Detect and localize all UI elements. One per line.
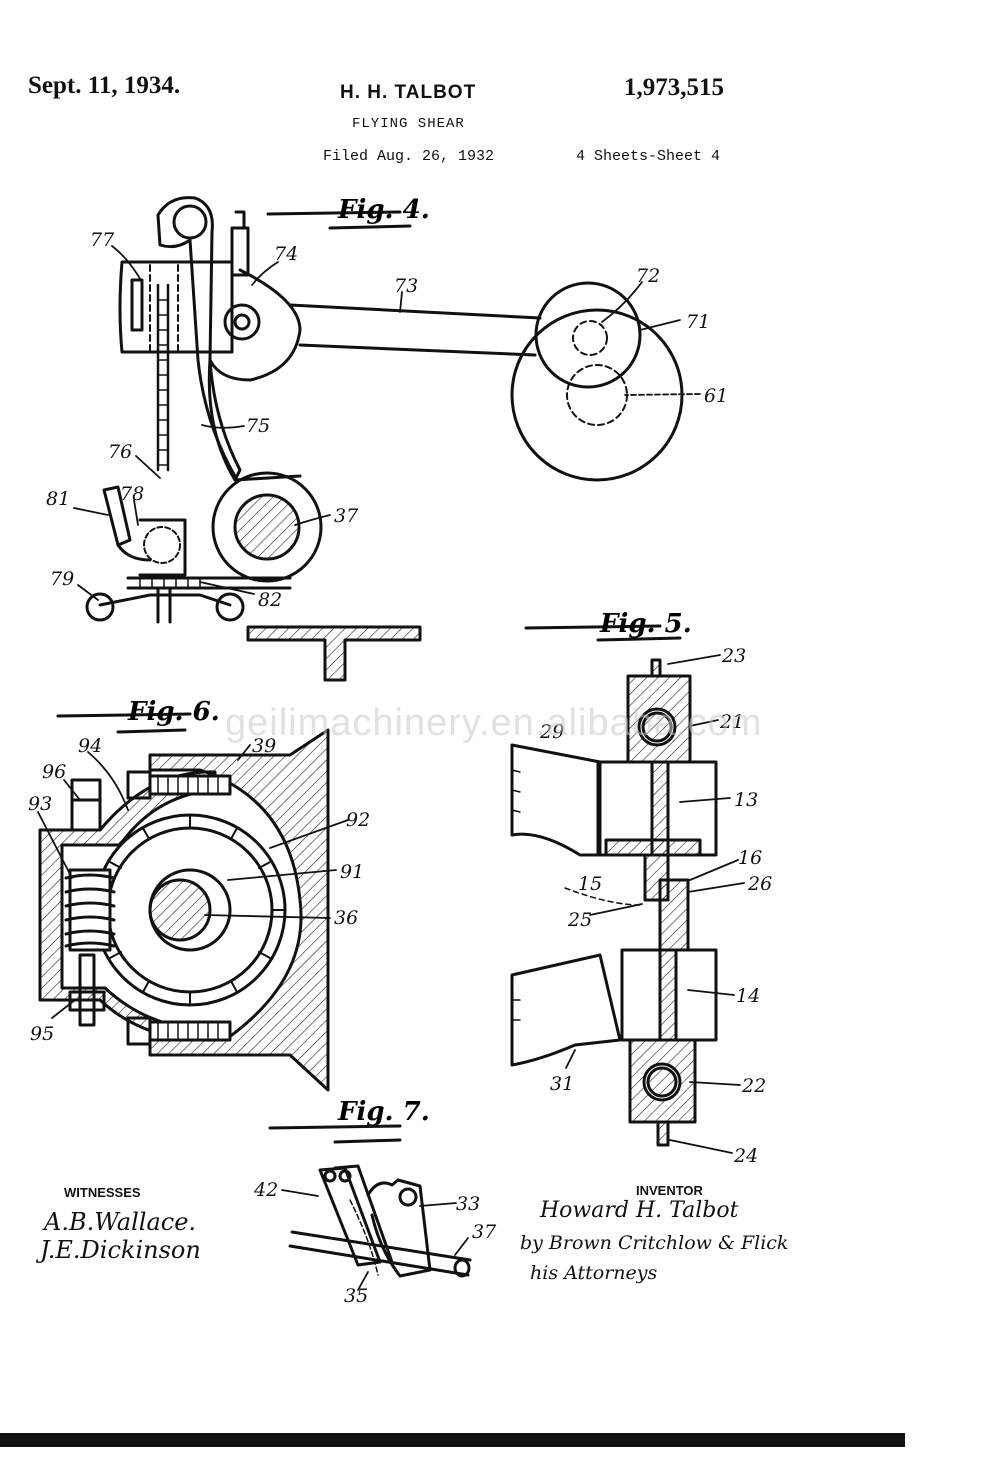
ref-92: 92 — [346, 809, 370, 831]
ref-95: 95 — [30, 1023, 54, 1045]
ref-79: 79 — [50, 568, 74, 590]
ref-75: 75 — [246, 415, 270, 437]
ref-33: 33 — [456, 1193, 480, 1215]
witnesses-label: WITNESSES — [64, 1185, 141, 1200]
inventor-name: H. H. TALBOT — [340, 82, 477, 103]
ref-37-fig7: 37 — [472, 1221, 497, 1243]
ref-22: 22 — [741, 1075, 766, 1097]
ref-73: 73 — [394, 275, 418, 297]
inventor-signature: Howard H. Talbot — [540, 1198, 739, 1223]
attorneys-firm: by Brown Critchlow & Flick — [520, 1232, 789, 1254]
ref-39: 39 — [252, 735, 276, 757]
ref-16: 16 — [738, 847, 762, 869]
ref-96: 96 — [42, 761, 66, 783]
ref-35: 35 — [344, 1285, 368, 1307]
ref-77: 77 — [90, 229, 115, 251]
fig5-label: Fig. 5. — [599, 609, 692, 639]
ref-74: 74 — [274, 243, 298, 265]
ref-36: 36 — [334, 907, 358, 929]
fig6-label: Fig. 6. — [127, 697, 220, 727]
ref-42: 42 — [253, 1179, 278, 1201]
ref-78: 78 — [120, 483, 144, 505]
sheet-count: 4 Sheets-Sheet 4 — [576, 148, 721, 165]
ref-29: 29 — [539, 721, 564, 743]
witness-signature-2: J.E.Dickinson — [40, 1236, 201, 1264]
fig6-drawing — [38, 712, 330, 1092]
fig7-label: Fig. 7. — [337, 1097, 430, 1127]
patent-title: FLYING SHEAR — [352, 116, 465, 132]
fig7-drawing — [268, 1124, 472, 1278]
fig4-drawing — [85, 196, 684, 682]
ref-82: 82 — [258, 589, 282, 611]
ref-24: 24 — [733, 1145, 758, 1167]
ref-93: 93 — [28, 793, 52, 815]
ref-25: 25 — [567, 909, 592, 931]
ref-61: 61 — [704, 385, 728, 407]
ref-14: 14 — [736, 985, 760, 1007]
bottom-bar — [0, 1433, 905, 1447]
ref-72: 72 — [636, 265, 660, 287]
fig4-label: Fig. 4. — [337, 195, 430, 225]
watermark-text: geilimachinery.en.alibaba.com — [225, 702, 763, 744]
ref-71: 71 — [686, 311, 710, 333]
attorneys-label: his Attorneys — [530, 1262, 658, 1284]
ref-81: 81 — [46, 488, 70, 510]
ref-15: 15 — [578, 873, 602, 895]
fig5-drawing — [510, 624, 718, 1147]
ref-31: 31 — [550, 1073, 574, 1095]
inventor-label: INVENTOR — [636, 1183, 703, 1198]
ref-13: 13 — [734, 789, 758, 811]
ref-37-fig4: 37 — [334, 505, 359, 527]
patent-date: Sept. 11, 1934. — [28, 72, 181, 99]
filed-date: Filed Aug. 26, 1932 — [323, 148, 495, 165]
witness-signature-1: A.B.Wallace. — [44, 1208, 197, 1236]
patent-number: 1,973,515 — [624, 74, 724, 101]
ref-26: 26 — [747, 873, 772, 895]
ref-76: 76 — [108, 441, 132, 463]
ref-21: 21 — [719, 711, 744, 733]
ref-23: 23 — [721, 645, 746, 667]
ref-91: 91 — [340, 861, 364, 883]
ref-94: 94 — [78, 735, 102, 757]
